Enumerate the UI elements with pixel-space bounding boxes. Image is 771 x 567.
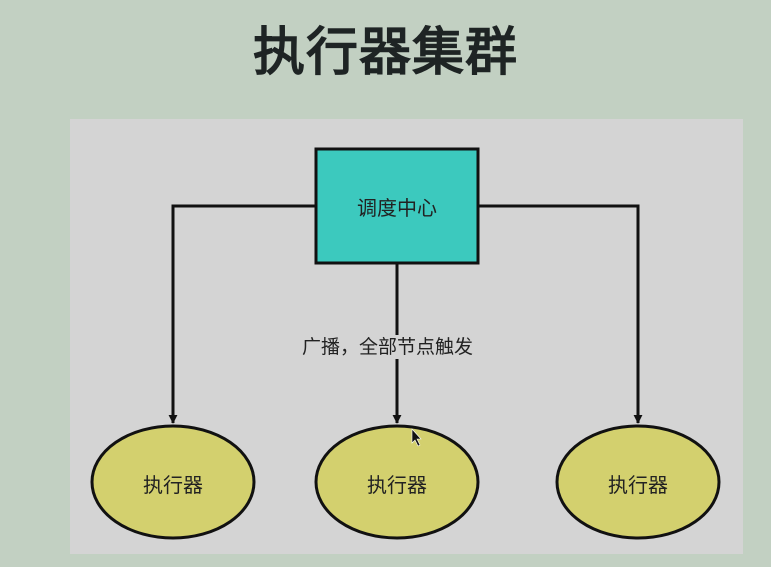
slide-title: 执行器集群 — [252, 23, 518, 83]
mouse-cursor-icon — [411, 428, 422, 447]
executor-node-3[interactable] — [555, 424, 721, 540]
edge-label-broadcast: 广播，全部节点触发 — [300, 335, 476, 359]
executor-label-2: 执行器 — [367, 473, 427, 497]
scheduler-label: 调度中心 — [357, 196, 437, 220]
executor-label-1: 执行器 — [143, 473, 203, 497]
executor-node-1[interactable] — [90, 424, 256, 540]
executor-label-3: 执行器 — [608, 473, 668, 497]
scheduler-node[interactable] — [314, 147, 480, 265]
connector-left — [168, 204, 316, 424]
connector-right — [478, 204, 643, 424]
executor-node-2[interactable] — [314, 424, 480, 540]
